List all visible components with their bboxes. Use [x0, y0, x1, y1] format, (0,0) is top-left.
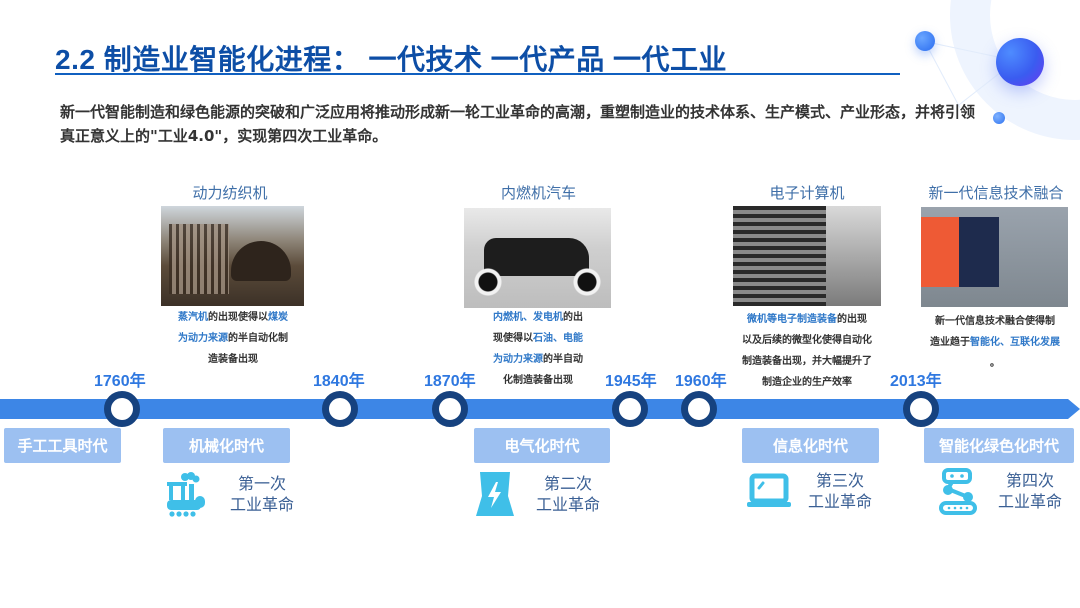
- steam-train-icon: [165, 472, 209, 518]
- highlight-text: 煤炭: [268, 312, 288, 323]
- revolution-1-label: 第一次 工业革命: [222, 473, 302, 515]
- timeline-bar: [0, 399, 1068, 419]
- desc-line: 化制造装备出现: [478, 370, 598, 391]
- highlight-text: 内燃机、发电机: [493, 312, 563, 323]
- desc-text: 的出现: [837, 314, 867, 325]
- revolution-4-label: 第四次 工业革命: [990, 470, 1070, 512]
- desc-text: 的出: [563, 312, 583, 323]
- revolution-4-ordinal: 第四次: [1005, 471, 1054, 490]
- era-intelligent-green: 智能化绿色化时代: [924, 428, 1074, 463]
- desc-text: 造装备出现: [208, 354, 258, 365]
- page-title: 2.2 制造业智能化进程： 一代技术 一代产品 一代工业: [55, 44, 728, 75]
- cnc-machine-photo: [921, 207, 1068, 307]
- computer-photo: [733, 206, 881, 306]
- timeline-node-1840[interactable]: [322, 391, 358, 427]
- card-title-info-tech: 新一代信息技术融合: [928, 184, 1064, 202]
- car-photo: [464, 208, 611, 308]
- decorative-sphere-tiny: [993, 112, 1005, 124]
- desc-text: 。: [990, 358, 1000, 369]
- highlight-text: 微机等电子制造装备: [747, 314, 837, 325]
- year-2013: 2013年: [890, 373, 942, 390]
- desc-line: 微机等电子制造装备的出现: [727, 309, 887, 330]
- revolution-3-label: 第三次 工业革命: [800, 470, 880, 512]
- year-1960: 1960年: [675, 373, 727, 390]
- desc-text: 以及后续的微型化使得自动化: [742, 335, 872, 346]
- revolution-3-ordinal: 第三次: [815, 471, 864, 490]
- card-title-loom: 动力纺织机: [192, 184, 268, 202]
- timeline-node-2013[interactable]: [903, 391, 939, 427]
- desc-text: 现使得以: [493, 333, 533, 344]
- timeline-arrowhead: [1068, 399, 1080, 419]
- desc-line: 造装备出现: [158, 349, 308, 370]
- desc-line: 现使得以石油、电能: [478, 328, 598, 349]
- era-manual-tools: 手工工具时代: [4, 428, 121, 463]
- timeline-node-1870[interactable]: [432, 391, 468, 427]
- era-informatization: 信息化时代: [742, 428, 879, 463]
- revolution-4-text: 工业革命: [997, 492, 1062, 511]
- revolution-2-text: 工业革命: [535, 495, 600, 514]
- year-1760: 1760年: [94, 373, 146, 390]
- card-desc-car: 内燃机、发电机的出现使得以石油、电能为动力来源的半自动化制造装备出现: [478, 307, 598, 391]
- intro-paragraph: 新一代智能制造和绿色能源的突破和广泛应用将推动形成新一轮工业革命的高潮，重塑制造…: [60, 103, 976, 145]
- desc-line: 。: [917, 353, 1073, 374]
- revolution-1-text: 工业革命: [229, 495, 294, 514]
- card-title-car: 内燃机汽车: [500, 184, 576, 202]
- desc-text: 造业趋于: [930, 337, 970, 348]
- era-mechanization: 机械化时代: [163, 428, 290, 463]
- card-desc-loom: 蒸汽机的出现使得以煤炭为动力来源的半自动化制造装备出现: [158, 307, 308, 370]
- title-underline: [55, 73, 900, 75]
- lightning-power-icon: [474, 470, 516, 518]
- desc-line: 造业趋于智能化、互联化发展: [917, 332, 1073, 353]
- revolution-1-ordinal: 第一次: [237, 474, 286, 493]
- card-desc-info-tech: 新一代信息技术融合使得制造业趋于智能化、互联化发展。: [917, 311, 1073, 374]
- highlight-text: 为动力来源: [178, 333, 228, 344]
- desc-line: 制造企业的生产效率: [727, 372, 887, 393]
- desc-text: 制造装备出现，并大幅提升了: [742, 356, 872, 367]
- highlight-text: 石油、电能: [533, 333, 583, 344]
- desc-line: 为动力来源的半自动化制: [158, 328, 308, 349]
- era-electrification: 电气化时代: [474, 428, 610, 463]
- year-1945: 1945年: [605, 373, 657, 390]
- decorative-sphere-small: [915, 31, 935, 51]
- highlight-text: 蒸汽机: [178, 312, 208, 323]
- card-title-computer: 电子计算机: [769, 184, 845, 202]
- revolution-3-text: 工业革命: [807, 492, 872, 511]
- year-1840: 1840年: [313, 373, 365, 390]
- robot-conveyor-icon: [938, 467, 978, 515]
- desc-text: 的出现使得以: [208, 312, 268, 323]
- desc-text: 的半自动: [543, 354, 583, 365]
- desc-line: 为动力来源的半自动: [478, 349, 598, 370]
- desc-line: 制造装备出现，并大幅提升了: [727, 351, 887, 372]
- timeline-node-1760[interactable]: [104, 391, 140, 427]
- desc-text: 制造企业的生产效率: [762, 377, 852, 388]
- desc-text: 新一代信息技术融合使得制: [935, 316, 1055, 327]
- desc-line: 蒸汽机的出现使得以煤炭: [158, 307, 308, 328]
- desc-text: 化制造装备出现: [503, 375, 573, 386]
- year-1870: 1870年: [424, 373, 476, 390]
- desc-line: 以及后续的微型化使得自动化: [727, 330, 887, 351]
- highlight-text: 智能化、互联化发展: [970, 337, 1060, 348]
- desc-line: 内燃机、发电机的出: [478, 307, 598, 328]
- revolution-2-ordinal: 第二次: [543, 474, 592, 493]
- card-desc-computer: 微机等电子制造装备的出现以及后续的微型化使得自动化制造装备出现，并大幅提升了制造…: [727, 309, 887, 393]
- decorative-sphere-large: [996, 38, 1044, 86]
- desc-line: 新一代信息技术融合使得制: [917, 311, 1073, 332]
- timeline-node-1960[interactable]: [681, 391, 717, 427]
- loom-photo: [161, 206, 304, 306]
- timeline-node-1945[interactable]: [612, 391, 648, 427]
- laptop-icon: [746, 473, 792, 509]
- revolution-2-label: 第二次 工业革命: [528, 473, 608, 515]
- highlight-text: 为动力来源: [493, 354, 543, 365]
- desc-text: 的半自动化制: [228, 333, 288, 344]
